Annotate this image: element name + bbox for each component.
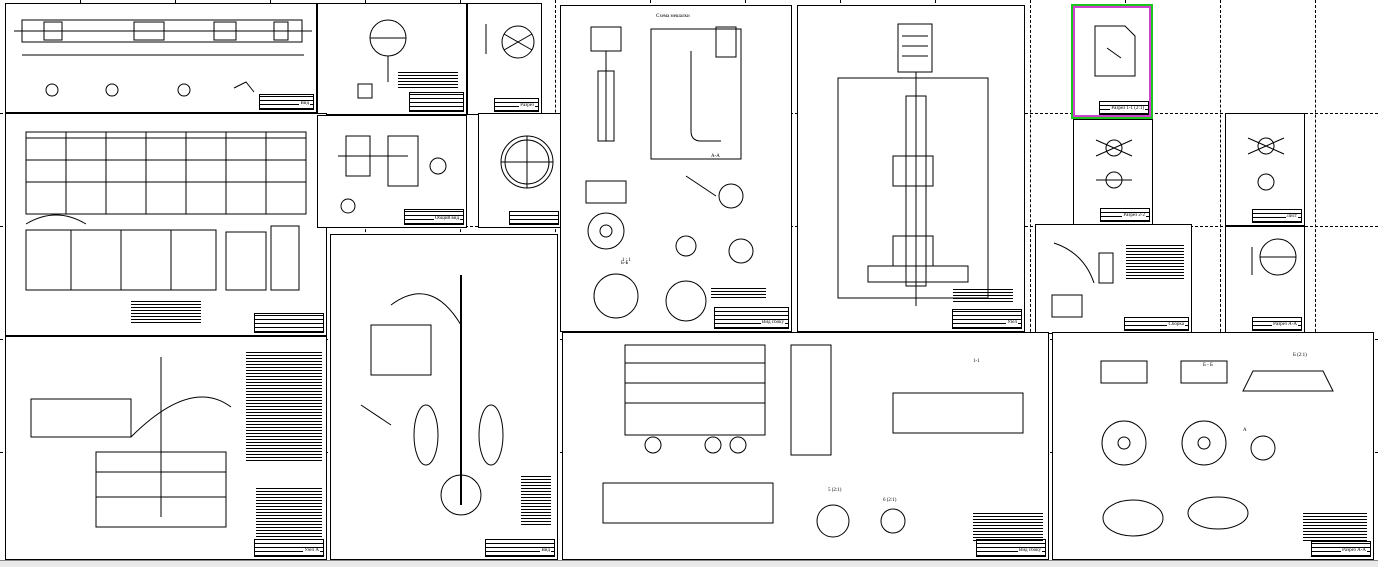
title-block: Разрез 1-1 (2:1) [1099,101,1149,115]
drawing-sheet[interactable]: Б (2:1) А Б - Б Разрез А-А [1052,332,1374,560]
spec-text [246,351,322,461]
spec-text [398,72,458,88]
drawing-sheet-selected[interactable]: Разрез 1-1 (2:1) [1071,4,1153,119]
sheet-title: Сборка [1167,322,1185,328]
sheet-title: Вид сбоку [761,320,785,326]
title-block [409,92,464,112]
title-block: Лист [1252,209,1302,223]
title-block: Общий вид [404,209,464,225]
title-block: Вид [259,94,314,110]
drawing-sheet[interactable]: Разрез 2-2 [1073,119,1153,225]
title-block: Разрез 2-2 [1100,208,1150,222]
view-caption: 1 : 1 [622,258,631,263]
title-block: Узел A [254,539,324,557]
drawing-sheet[interactable]: Сборка [1035,224,1192,334]
shaft-assembly-drawing [837,23,989,306]
drill-assembly-drawing [360,275,504,516]
page-break-vertical [1315,0,1316,566]
drawing-sheet[interactable]: Общий вид [317,115,467,228]
view-caption: Б (2:1) [1293,353,1307,358]
sheet-title: Разрез 1-1 (2:1) [1110,106,1145,112]
spec-text [256,487,322,537]
spec-text [711,288,766,298]
spec-text [521,475,551,525]
flange-drawing [500,135,554,189]
view-caption: А [1243,428,1247,433]
drawing-sheet[interactable]: Вид [5,3,317,113]
title-block: Разрез А-А [1252,317,1302,331]
title-block [254,313,324,333]
conveyor-drawing [14,19,312,97]
impeller-drawing [1247,137,1285,191]
drawing-sheet[interactable]: 5 (2:1) 6 (2:1) 1-1 Вид сбоку [562,332,1049,560]
title-block [509,211,559,225]
title-block: Разрез А-А [1311,541,1371,557]
view-caption: Б - Б [1203,363,1213,368]
sheet-title: Узел A [303,548,320,554]
impeller-drawing [1095,139,1133,189]
sheet-title: Разрез А-А [1272,322,1298,328]
sheet-title: Разрез А-А [1341,548,1367,554]
site-section-drawing [30,357,232,528]
drawing-sheet[interactable]: Разрез [467,3,542,115]
sheet-title: Лист [1285,214,1298,220]
sheet-title: Общий вид [433,216,460,222]
title-block: Вид сбоку [976,539,1046,557]
wheel-drawing [485,24,535,59]
title-block: Вид [485,539,555,557]
view-caption: Б-Б [621,261,629,266]
spec-text [1126,245,1184,279]
title-block: Вид сбоку [714,307,789,329]
view-caption: 5 (2:1) [828,488,842,493]
horizontal-scrollbar[interactable] [0,560,1378,567]
cover-drawing [1094,25,1136,77]
mixer-drawing [585,26,754,322]
drawing-sheet[interactable]: Узел [797,5,1025,332]
title-block: Сборка [1124,317,1189,331]
sheet-title: Вид [299,101,310,107]
title-block: Разрез [494,98,539,112]
drawing-sheet[interactable] [317,3,467,115]
page-break-vertical [1030,0,1031,566]
view-caption: 6 (2:1) [883,498,897,503]
sheet-title: Разрез 2-2 [1122,213,1146,219]
sheet-title: Узел [1006,320,1018,326]
vehicle-drawing [602,344,1024,538]
blade-drawing [1051,242,1114,318]
valve-drawing [338,135,447,214]
spec-text [953,288,1013,302]
view-caption: 1-1 [973,359,980,364]
view-caption: Схема мешалки [656,14,690,19]
view-caption: А-А [711,154,720,159]
sheet-title: Вид сбоку [1018,548,1042,554]
drawing-sheet[interactable]: Узел A [5,336,327,560]
facade-drawing [25,131,307,291]
title-block: Узел [952,309,1022,329]
tank-drawing [357,19,407,99]
drawing-sheet[interactable] [5,113,327,336]
spec-text [1303,511,1367,541]
rotor-drawing [1100,360,1334,537]
page-break-vertical [1220,0,1221,566]
drawing-sheet[interactable]: Лист [1225,113,1305,226]
sheet-title: Разрез [519,103,535,109]
spec-text [131,299,201,323]
sheet-title: Вид [540,548,551,554]
drawing-sheet[interactable]: Разрез А-А [1225,226,1305,334]
disk-drawing [1251,238,1297,276]
spec-text [973,511,1043,541]
drawing-sheet[interactable] [478,113,562,228]
drawing-sheet[interactable]: Вид [330,234,558,560]
drawing-sheet[interactable]: Схема мешалки А-А Б-Б Вид сбоку [560,5,792,332]
